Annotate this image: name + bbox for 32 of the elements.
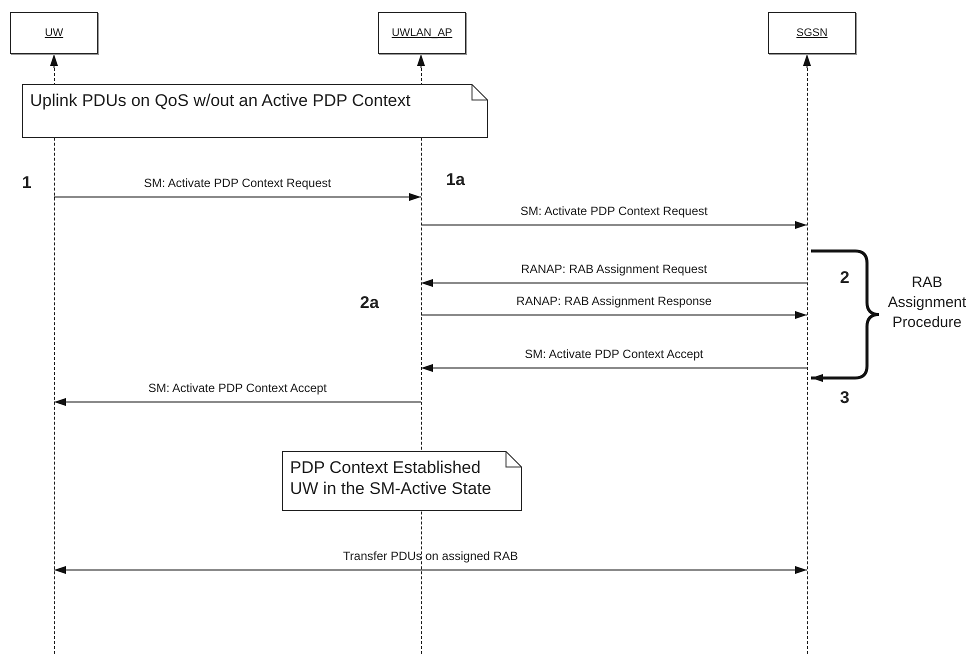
- message-arrow: [54, 398, 422, 406]
- step-number: 1: [22, 173, 32, 193]
- edge-label: SM: Activate PDP Context Request: [144, 176, 332, 190]
- edge-label: SM: Activate PDP Context Request: [520, 204, 708, 218]
- bracket-label: RAB Assignment Procedure: [886, 273, 968, 333]
- edge-label: SM: Activate PDP Context Accept: [148, 381, 327, 395]
- participant-box: UWLAN_AP: [378, 12, 466, 54]
- message-arrow: [420, 311, 808, 319]
- step-number: 3: [840, 388, 850, 408]
- participant-box: SGSN: [768, 12, 856, 54]
- arrow: [803, 54, 811, 68]
- edge-label: RANAP: RAB Assignment Request: [520, 262, 708, 276]
- step-number: 2: [840, 268, 850, 288]
- message-arrow: [420, 221, 808, 229]
- lifeline: [421, 68, 422, 654]
- lifeline: [54, 68, 55, 654]
- edge-label: RANAP: RAB Assignment Response: [516, 294, 712, 308]
- note: Uplink PDUs on QoS w/out an Active PDP Context: [22, 84, 488, 138]
- edge-label: SM: Activate PDP Context Accept: [524, 347, 704, 361]
- arrow: [417, 54, 425, 68]
- lifeline: [807, 68, 808, 654]
- message-arrow: [54, 193, 422, 201]
- message-arrow: [54, 566, 808, 574]
- arrow: [50, 54, 58, 68]
- step-number: 2a: [360, 293, 379, 313]
- curly-brace-arrow: [811, 250, 880, 382]
- message-arrow: [420, 279, 808, 287]
- edge-label: Transfer PDUs on assigned RAB: [343, 549, 518, 563]
- note: PDP Context Established UW in the SM-Active State: [282, 451, 522, 511]
- message-arrow: [420, 364, 808, 372]
- step-number: 1a: [446, 170, 465, 190]
- participant-box: UW: [10, 12, 98, 54]
